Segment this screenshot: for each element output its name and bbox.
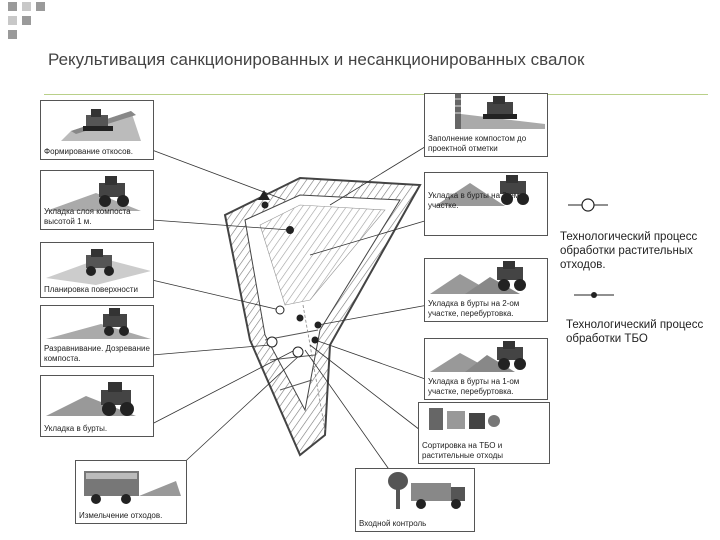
sorting-station-icon bbox=[429, 408, 500, 430]
step-fill-compost: Заполнение компостом до проектной отметк… bbox=[424, 93, 548, 157]
step-surface: Планировка поверхности bbox=[40, 242, 154, 298]
step-sorting: Сортировка на ТБО и растительные отходы bbox=[418, 402, 550, 464]
step-label: Сортировка на ТБО и растительные отходы bbox=[422, 441, 504, 460]
slide-title: Рекультивация санкционированных и несанк… bbox=[48, 50, 585, 69]
step-label: Укладка в бурты. bbox=[44, 424, 108, 433]
step-slopes: Формирование откосов. bbox=[40, 100, 154, 160]
grader-on-plane-icon bbox=[46, 249, 151, 285]
shredder-truck-icon bbox=[84, 471, 181, 504]
legend-label-plant-waste: Технологический процесс обработки растит… bbox=[560, 231, 698, 271]
step-label: Разравнивание. Дозревание компоста. bbox=[44, 344, 150, 363]
legend-label-msw: Технологический процесс обработки ТБО bbox=[566, 319, 704, 345]
step-windrows: Укладка в бурты. bbox=[40, 375, 154, 437]
bulldozer-at-wall-icon bbox=[455, 94, 545, 129]
step-windrows-3: Укладка в бурты на 3-ем участке. bbox=[424, 172, 548, 236]
step-label: Укладка в бурты на 2-ом участке, перебур… bbox=[428, 299, 520, 318]
step-label: Укладка в бурты на 3-ем участке. bbox=[428, 191, 520, 210]
loader-on-heap-icon bbox=[435, 175, 529, 206]
step-control: Входной контроль bbox=[355, 468, 475, 532]
step-windrows-1: Укладка в бурты на 1-ом участке, перебур… bbox=[424, 338, 548, 400]
dump-truck-with-detector-icon bbox=[388, 472, 465, 509]
legend-symbol-filled-dot bbox=[574, 292, 614, 298]
bulldozer-on-slope-icon bbox=[61, 109, 141, 141]
loader-on-heap-icon bbox=[430, 261, 526, 294]
step-leveling: Разравнивание. Дозревание компоста. bbox=[40, 305, 154, 367]
legend-symbol-open-circle bbox=[568, 198, 608, 212]
step-label: Заполнение компостом до проектной отметк… bbox=[428, 134, 527, 153]
step-label: Укладка слоя компоста высотой 1 м. bbox=[44, 207, 131, 226]
title-divider bbox=[44, 94, 708, 95]
step-compost-layer: Укладка слоя компоста высотой 1 м. bbox=[40, 170, 154, 230]
loader-on-heap-icon bbox=[46, 382, 136, 416]
step-label: Входной контроль bbox=[359, 519, 427, 528]
step-label: Укладка в бурты на 1-ом участке, перебур… bbox=[428, 377, 520, 396]
loader-on-heap-icon bbox=[430, 341, 526, 372]
step-label: Формирование откосов. bbox=[44, 147, 134, 156]
step-windrows-2: Укладка в бурты на 2-ом участке, перебур… bbox=[424, 258, 548, 322]
step-shredding: Измельчение отходов. bbox=[75, 460, 187, 524]
loader-on-heap-icon bbox=[46, 308, 151, 339]
step-label: Измельчение отходов. bbox=[79, 511, 163, 520]
decorative-squares bbox=[8, 2, 45, 39]
step-label: Планировка поверхности bbox=[44, 285, 138, 294]
loader-on-heap-icon bbox=[46, 176, 141, 211]
